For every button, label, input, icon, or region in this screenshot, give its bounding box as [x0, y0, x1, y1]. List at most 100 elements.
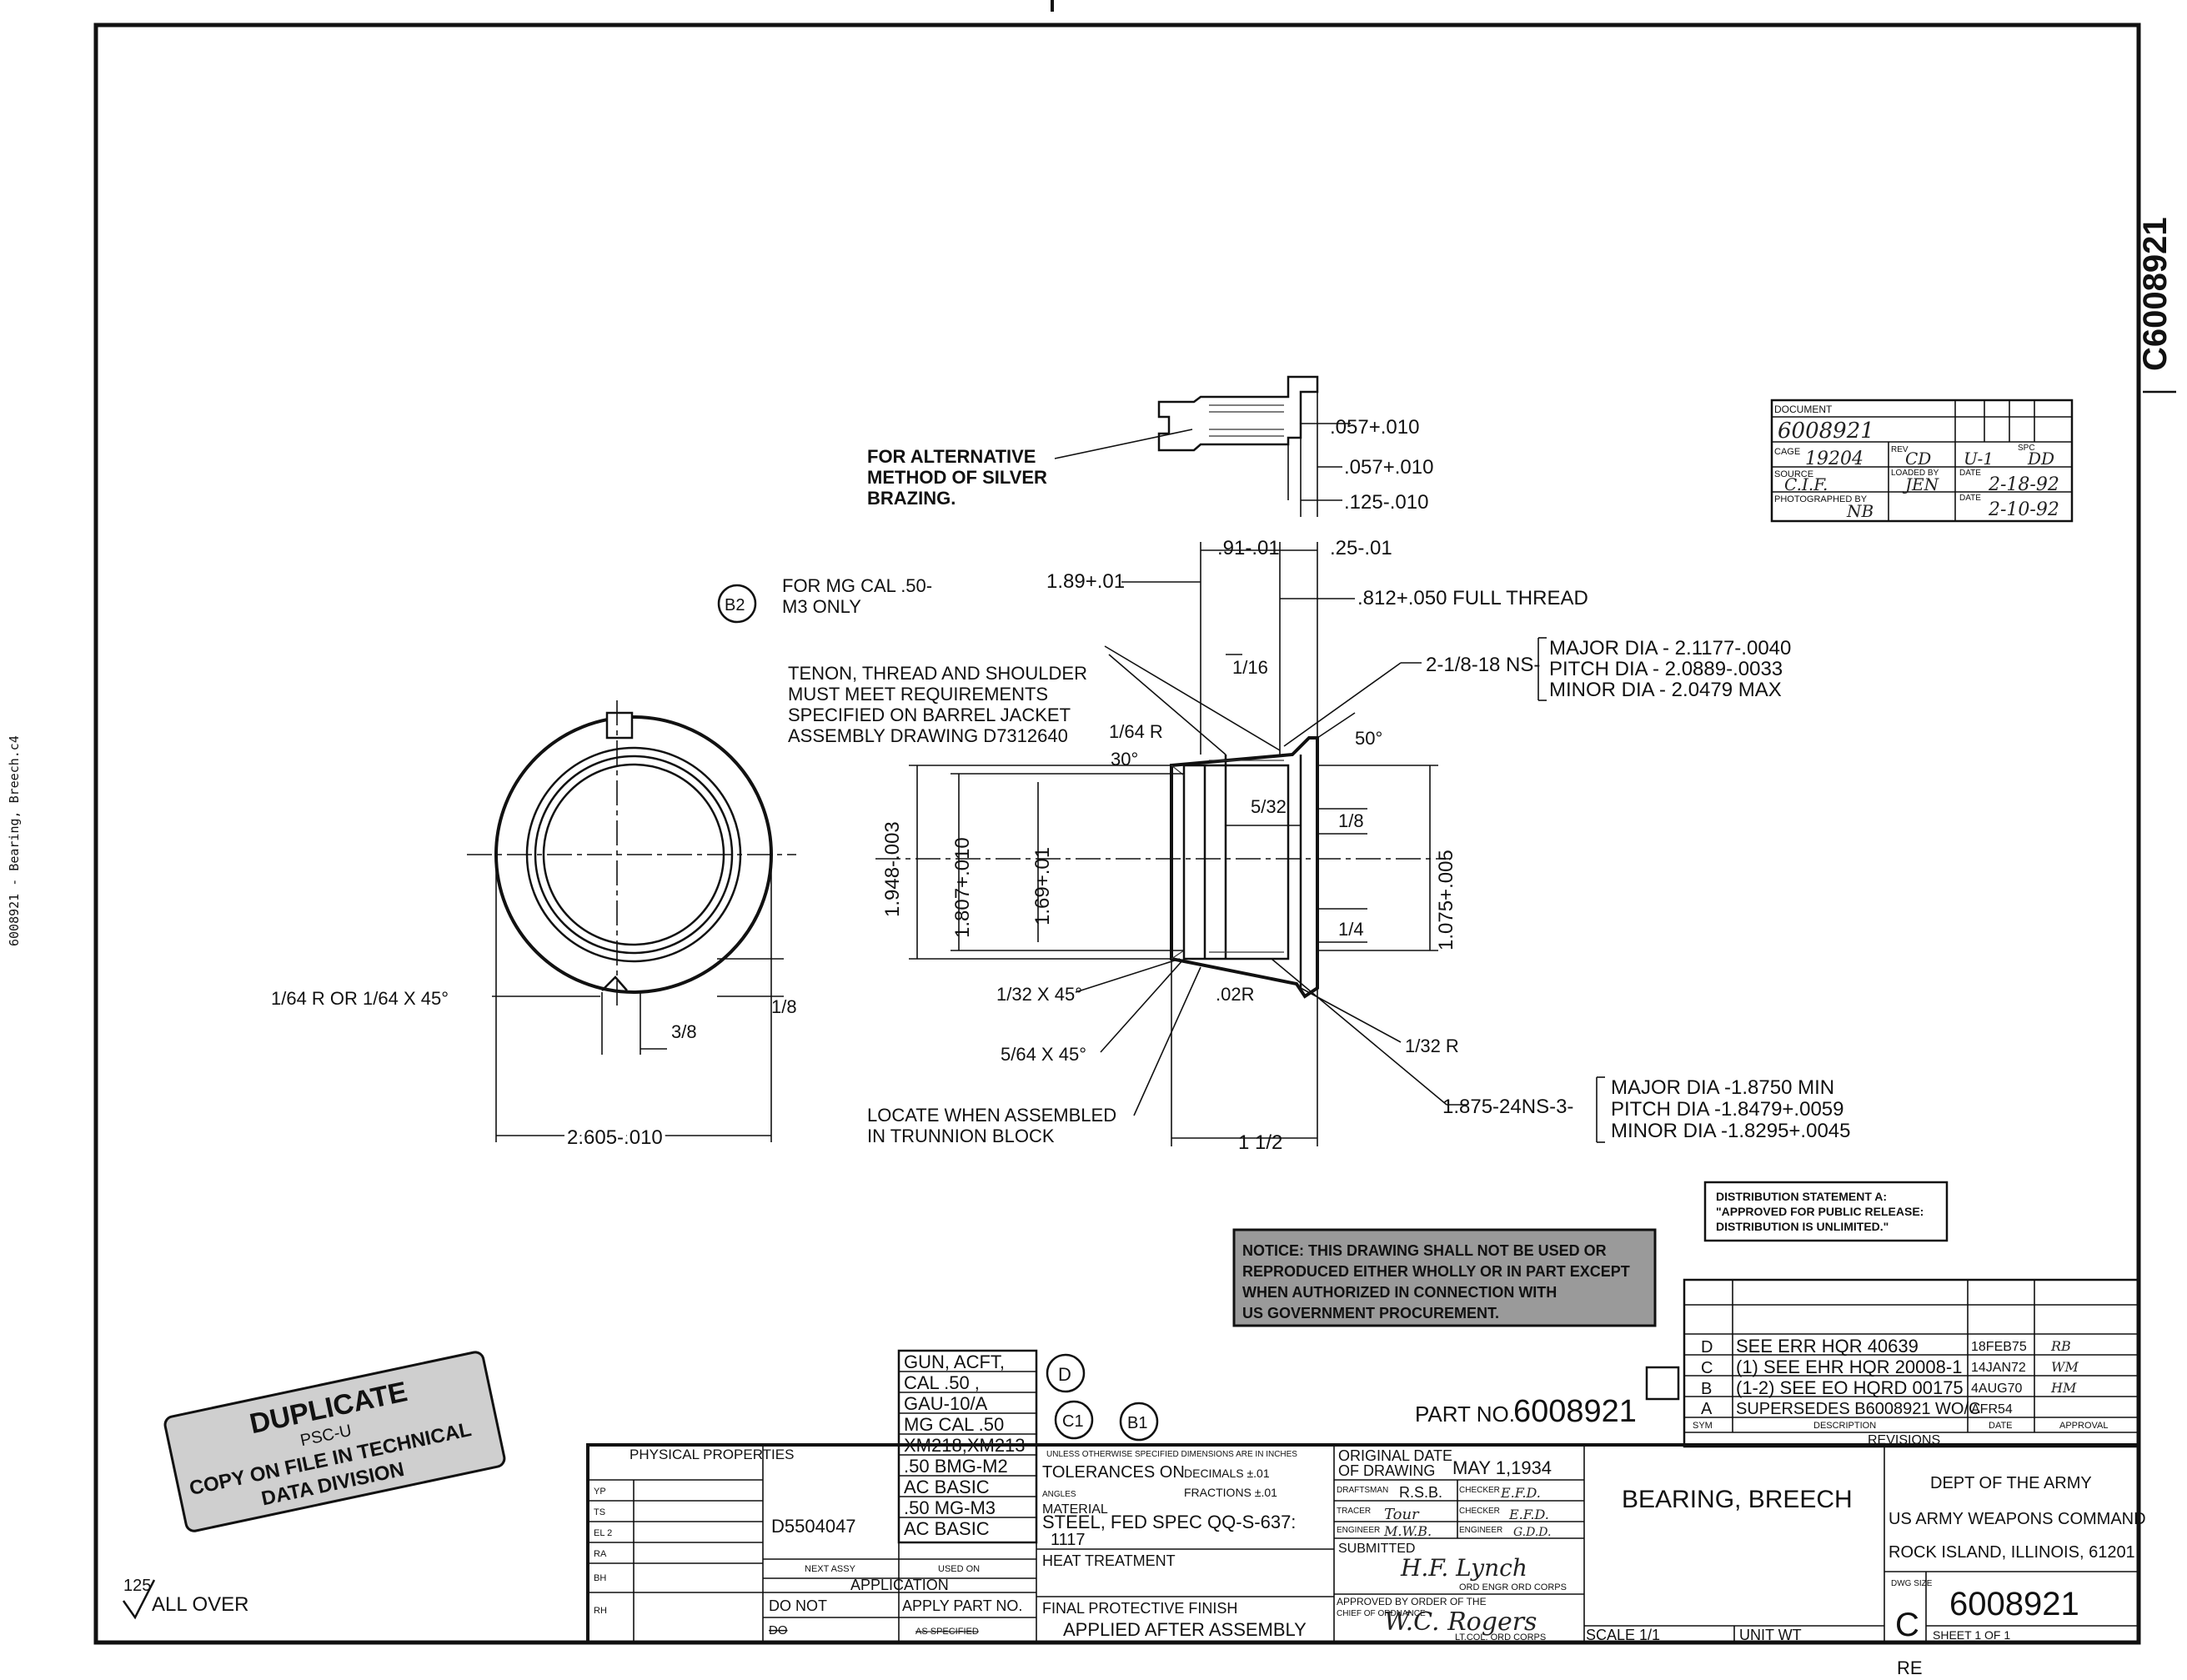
svg-text:18FEB75: 18FEB75: [1971, 1340, 2027, 1354]
svg-text:.057+.010: .057+.010: [1344, 456, 1433, 479]
application-block: GUN, ACFT, CAL .50 , GAU-10/A MG CAL .50…: [897, 1349, 1038, 1544]
revision-callouts: D C1 B1: [1046, 1353, 1159, 1442]
svg-text:GAU-10/A: GAU-10/A: [904, 1393, 988, 1414]
svg-text:STEEL, FED SPEC QQ-S-637:: STEEL, FED SPEC QQ-S-637:: [1042, 1512, 1296, 1532]
svg-text:ORD ENGR ORD CORPS: ORD ENGR ORD CORPS: [1459, 1582, 1567, 1592]
svg-text:CAGE: CAGE: [1774, 447, 1800, 457]
svg-text:1/64 R: 1/64 R: [1109, 721, 1163, 742]
svg-text:19204: 19204: [1805, 449, 1863, 469]
svg-text:OF DRAWING: OF DRAWING: [1338, 1462, 1435, 1479]
svg-text:EL 2: EL 2: [594, 1528, 612, 1538]
svg-text:.91-.01: .91-.01: [1217, 537, 1280, 559]
svg-text:"APPROVED FOR PUBLIC RELEASE:: "APPROVED FOR PUBLIC RELEASE:: [1716, 1205, 1924, 1218]
svg-text:2-18-92: 2-18-92: [1988, 474, 2059, 495]
svg-text:DO: DO: [769, 1623, 788, 1637]
notice-block: NOTICE: THIS DRAWING SHALL NOT BE USED O…: [1232, 1228, 1657, 1327]
svg-text:DECIMALS ±.01: DECIMALS ±.01: [1184, 1467, 1270, 1480]
svg-text:CD: CD: [1905, 449, 1931, 469]
svg-text:RA: RA: [594, 1549, 607, 1559]
svg-text:NB: NB: [1846, 501, 1873, 521]
svg-text:1.69+.01: 1.69+.01: [1031, 847, 1054, 925]
svg-text:B1: B1: [1127, 1414, 1147, 1432]
svg-text:.02R: .02R: [1216, 984, 1254, 1005]
svg-text:C1: C1: [1062, 1412, 1084, 1431]
svg-text:UNIT WT: UNIT WT: [1739, 1627, 1802, 1643]
svg-text:6008921: 6008921: [1949, 1586, 2079, 1622]
svg-text:2-1/8-18 NS-: 2-1/8-18 NS-: [1426, 654, 1540, 676]
svg-text:UNLESS OTHERWISE SPECIFIED DIM: UNLESS OTHERWISE SPECIFIED DIMENSIONS AR…: [1046, 1450, 1297, 1459]
svg-text:JEN: JEN: [1902, 474, 1940, 494]
svg-text:SPC: SPC: [2018, 444, 2035, 453]
svg-text:IN TRUNNION BLOCK: IN TRUNNION BLOCK: [867, 1126, 1055, 1146]
svg-text:G.D.D.: G.D.D.: [1513, 1526, 1552, 1539]
svg-text:RE: RE: [1897, 1657, 1923, 1678]
svg-text:SPECIFIED ON BARREL JACKET: SPECIFIED ON BARREL JACKET: [788, 705, 1071, 725]
svg-text:1117: 1117: [1051, 1531, 1086, 1549]
svg-text:3/8: 3/8: [671, 1021, 697, 1042]
svg-text:YP: YP: [594, 1487, 606, 1497]
svg-text:MAY 1,1934: MAY 1,1934: [1452, 1457, 1552, 1478]
svg-text:FOR MG CAL .50-: FOR MG CAL .50-: [782, 575, 932, 596]
svg-text:APPLY PART NO.: APPLY PART NO.: [902, 1597, 1022, 1614]
svg-text:MINOR DIA -1.8295+.0045: MINOR DIA -1.8295+.0045: [1611, 1120, 1850, 1142]
svg-text:DATE: DATE: [1989, 1421, 2013, 1431]
svg-text:SYM: SYM: [1693, 1421, 1713, 1431]
svg-text:R.S.B.: R.S.B.: [1399, 1484, 1442, 1501]
svg-text:1/8: 1/8: [771, 996, 797, 1017]
part-number: PART NO. 6008921: [1415, 1394, 1637, 1429]
svg-text:HEAT TREATMENT: HEAT TREATMENT: [1042, 1552, 1176, 1569]
svg-text:1.807+.010: 1.807+.010: [951, 837, 974, 938]
svg-text:TENON, THREAD AND SHOULDER: TENON, THREAD AND SHOULDER: [788, 663, 1087, 684]
svg-text:4AUG70: 4AUG70: [1971, 1382, 2022, 1396]
svg-text:NEXT ASSY: NEXT ASSY: [805, 1564, 856, 1574]
svg-text:SOURCE: SOURCE: [1774, 469, 1813, 479]
svg-text:SEE ERR HQR 40639: SEE ERR HQR 40639: [1736, 1336, 1919, 1357]
svg-text:DEPT OF THE ARMY: DEPT OF THE ARMY: [1930, 1474, 2092, 1492]
document-stamp: DOCUMENT 6008921 CAGE 19204 REV CD U-1 S…: [1770, 399, 2074, 523]
svg-text:(1) SEE EHR HQR 20008-1: (1) SEE EHR HQR 20008-1: [1736, 1357, 1962, 1377]
svg-text:SUBMITTED: SUBMITTED: [1338, 1542, 1415, 1556]
svg-text:SHEET 1 OF 1: SHEET 1 OF 1: [1933, 1628, 2010, 1642]
svg-text:DOCUMENT: DOCUMENT: [1774, 404, 1833, 415]
svg-text:DD: DD: [2027, 449, 2054, 469]
svg-text:MG CAL .50: MG CAL .50: [904, 1414, 1004, 1435]
svg-text:RB: RB: [2050, 1338, 2071, 1354]
finish-note: 125 ALL OVER: [122, 1577, 249, 1620]
svg-text:US ARMY WEAPONS COMMAND: US ARMY WEAPONS COMMAND: [1889, 1510, 2146, 1528]
svg-text:E.F.D.: E.F.D.: [1508, 1507, 1549, 1522]
svg-text:DATE: DATE: [1959, 469, 1981, 478]
svg-text:TRACER: TRACER: [1337, 1507, 1371, 1516]
svg-text:ANGLES: ANGLES: [1042, 1490, 1076, 1499]
svg-text:PHOTOGRAPHED BY: PHOTOGRAPHED BY: [1774, 494, 1868, 504]
svg-text:APPLICATION: APPLICATION: [850, 1577, 949, 1593]
svg-text:2-10-92: 2-10-92: [1988, 499, 2059, 520]
svg-text:DISTRIBUTION STATEMENT A:: DISTRIBUTION STATEMENT A:: [1716, 1190, 1887, 1203]
svg-text:SCALE 1/1: SCALE 1/1: [1586, 1627, 1660, 1643]
svg-text:ENGINEER: ENGINEER: [1337, 1526, 1380, 1535]
svg-text:MAJOR DIA -1.8750 MIN: MAJOR DIA -1.8750 MIN: [1611, 1076, 1834, 1099]
svg-text:AC BASIC: AC BASIC: [904, 1477, 990, 1497]
svg-text:125: 125: [123, 1577, 151, 1595]
svg-text:ORIGINAL DATE: ORIGINAL DATE: [1338, 1447, 1452, 1464]
svg-text:WHEN AUTHORIZED IN CONNECTION: WHEN AUTHORIZED IN CONNECTION WITH: [1242, 1284, 1557, 1301]
end-view: 2.605-.010 3/8 1/8 1/64 R OR 1/64 X 45°: [271, 700, 797, 1152]
svg-text:BEARING, BREECH: BEARING, BREECH: [1622, 1486, 1853, 1513]
svg-text:LOADED BY: LOADED BY: [1891, 469, 1939, 478]
svg-text:CHECKER: CHECKER: [1459, 1486, 1500, 1495]
svg-text:DRAFTSMAN: DRAFTSMAN: [1337, 1486, 1388, 1495]
svg-text:WM: WM: [2051, 1359, 2079, 1375]
svg-text:.125-.010: .125-.010: [1344, 491, 1428, 514]
svg-text:APPLIED AFTER ASSEMBLY: APPLIED AFTER ASSEMBLY: [1063, 1619, 1307, 1640]
duplicate-stamp: DUPLICATE PSC-U COPY ON FILE IN TECHNICA…: [163, 1351, 506, 1532]
svg-text:BH: BH: [594, 1573, 606, 1583]
svg-text:6008921: 6008921: [1513, 1394, 1637, 1429]
svg-text:C: C: [1895, 1607, 1919, 1643]
svg-text:D: D: [1701, 1338, 1713, 1357]
svg-text:APPROVAL: APPROVAL: [2059, 1421, 2109, 1431]
svg-text:LOCATE WHEN ASSEMBLED: LOCATE WHEN ASSEMBLED: [867, 1105, 1116, 1126]
svg-text:DWG SIZE: DWG SIZE: [1891, 1579, 1933, 1588]
svg-text:.25-.01: .25-.01: [1330, 537, 1392, 559]
svg-text:GUN, ACFT,: GUN, ACFT,: [904, 1352, 1005, 1372]
svg-text:14JAN72: 14JAN72: [1971, 1361, 2026, 1375]
svg-text:D: D: [1058, 1364, 1071, 1385]
